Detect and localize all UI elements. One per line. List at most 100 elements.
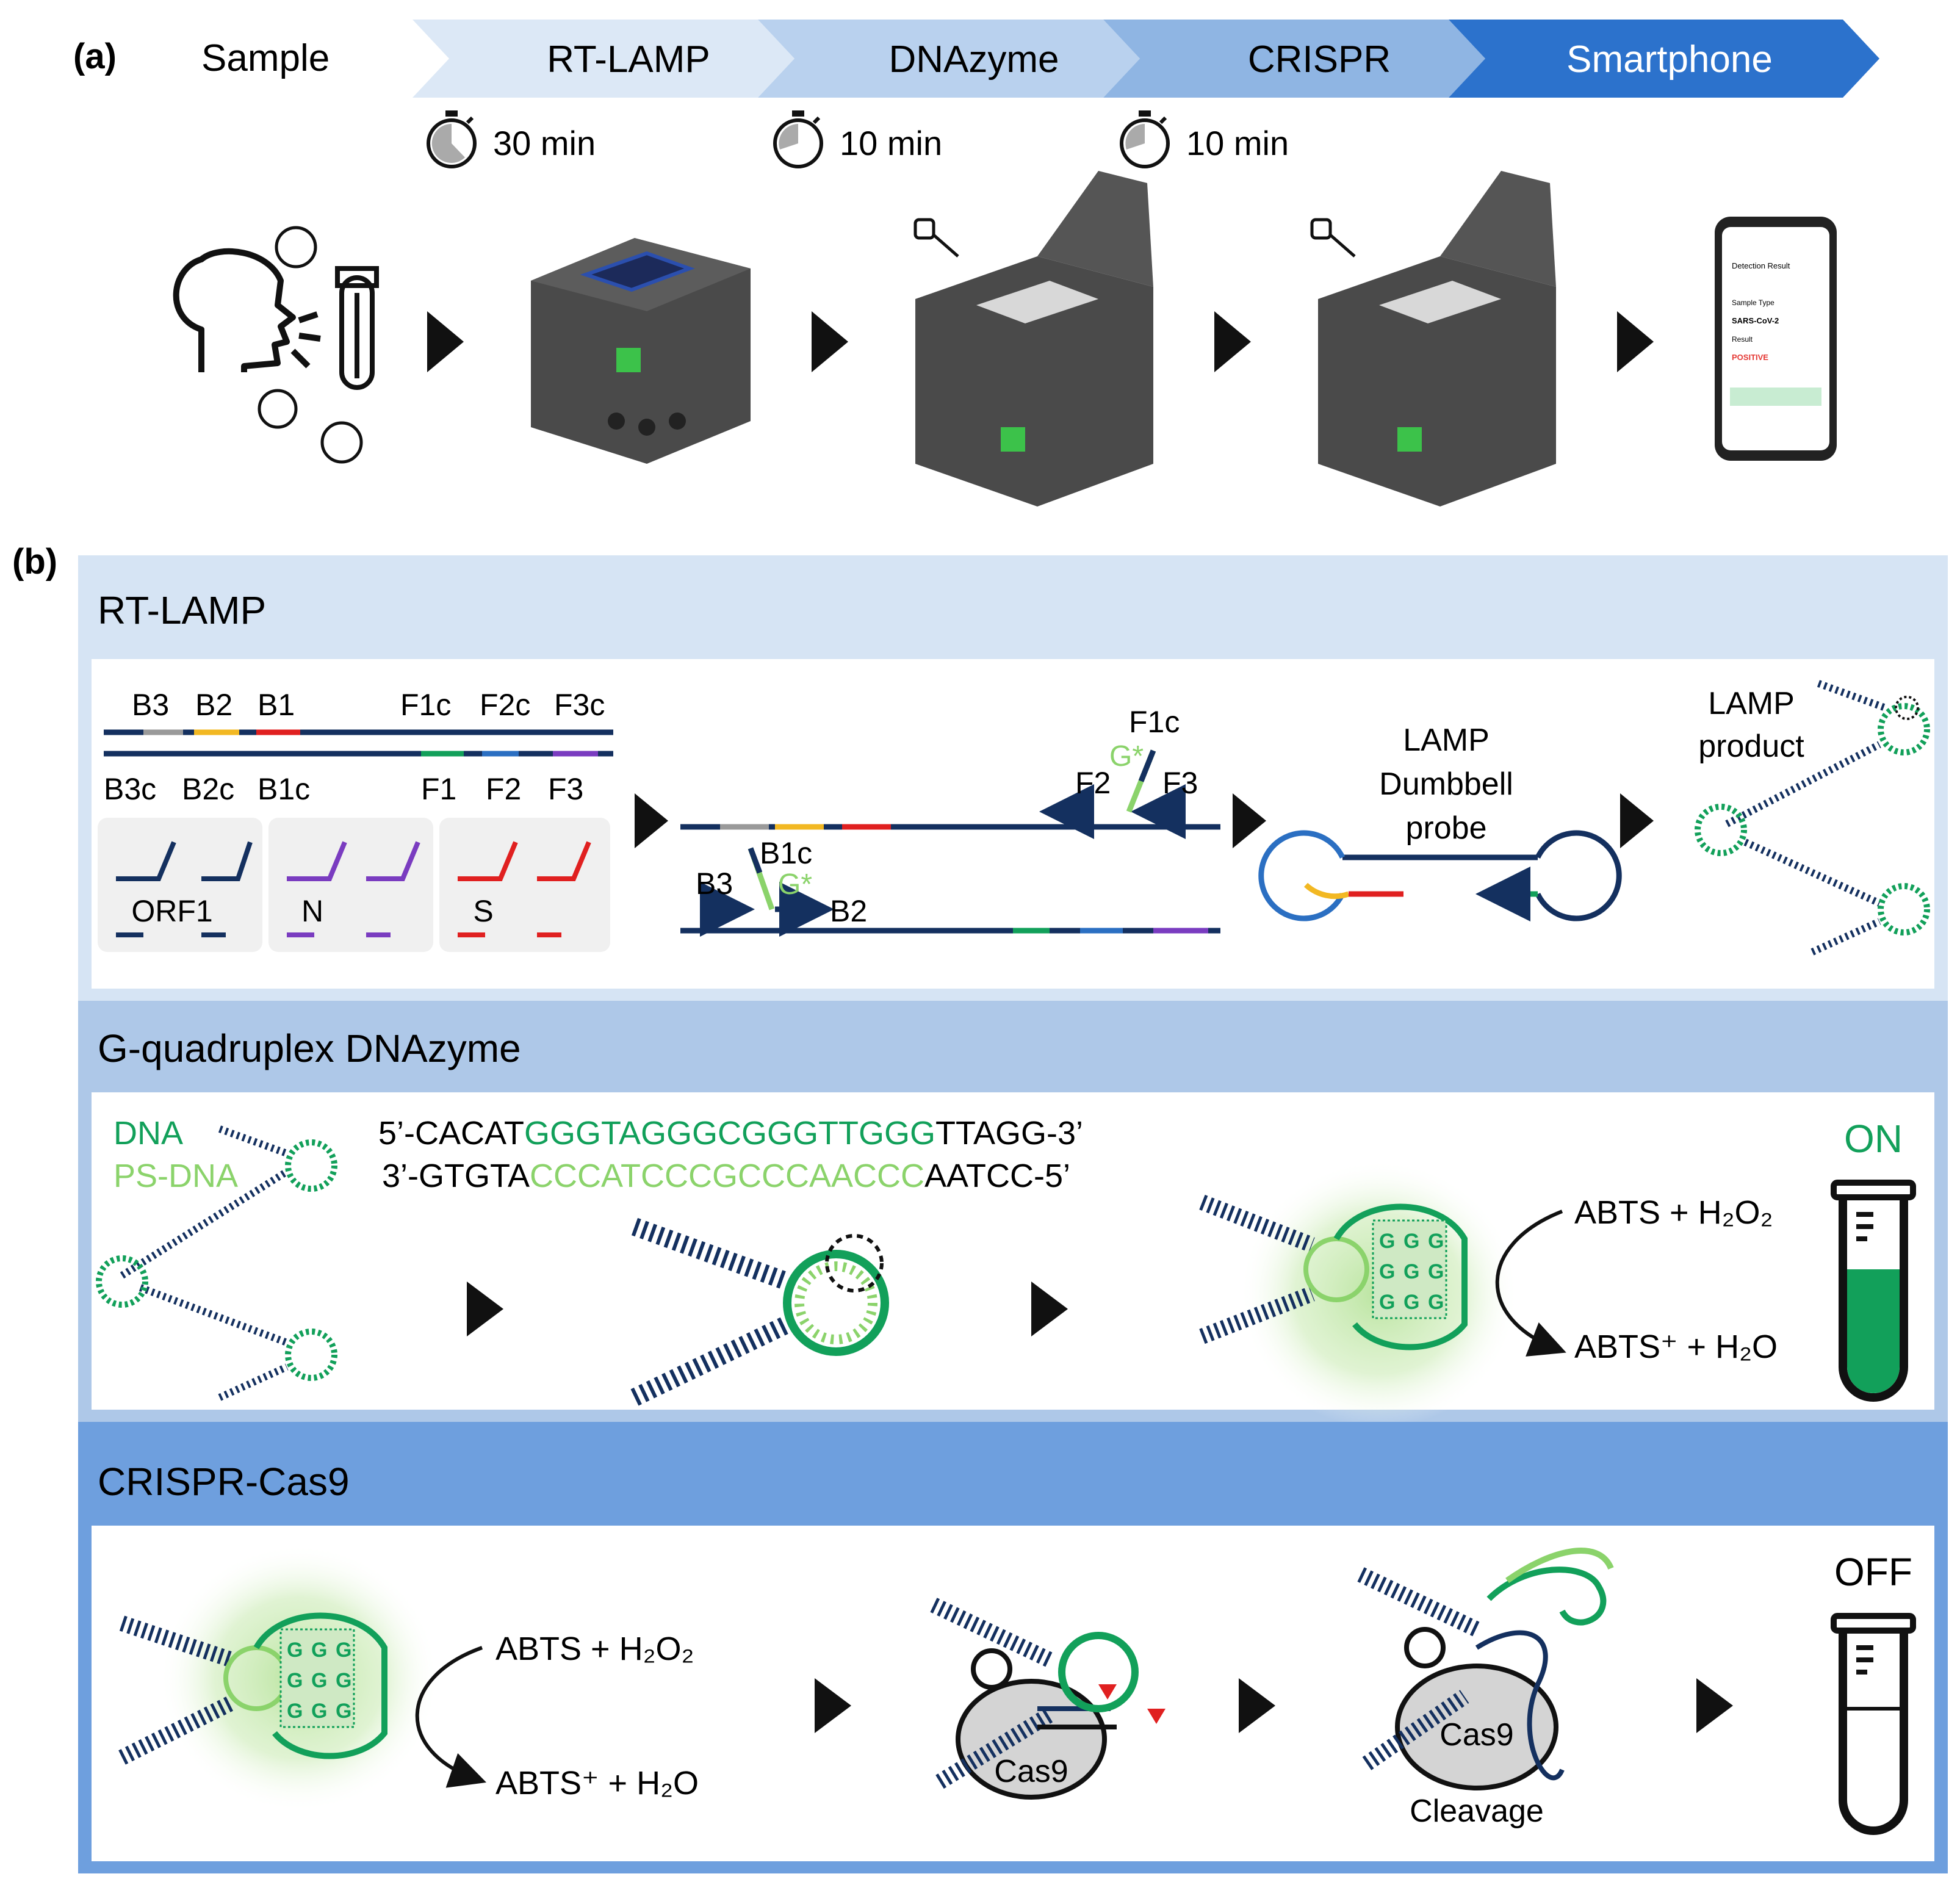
crispr-device bbox=[1310, 171, 1556, 507]
dumbbell-probe bbox=[1258, 830, 1622, 921]
svg-text:G: G bbox=[336, 1700, 351, 1723]
primer-group-n: N bbox=[301, 894, 323, 928]
svg-text:G: G bbox=[1403, 1291, 1419, 1314]
svg-text:G: G bbox=[1428, 1230, 1444, 1253]
amplification-schematic bbox=[680, 749, 1220, 937]
cas9-label: Cas9 bbox=[1439, 1717, 1513, 1753]
rt-lamp-device bbox=[531, 238, 751, 464]
time-rt-lamp: 30 min bbox=[493, 124, 596, 162]
primer-sets: ORF1 N S bbox=[98, 818, 610, 952]
label-f1c: F1c bbox=[1129, 705, 1180, 739]
primer-label: B3c bbox=[104, 772, 156, 806]
svg-text:G: G bbox=[336, 1669, 351, 1692]
reaction-output: ABTS⁺ + H₂O bbox=[495, 1765, 699, 1801]
sequence-bottom: 3’-GTGTACCCATCCCGCCCAACCCAATCC-5’ bbox=[382, 1158, 1070, 1194]
svg-text:G: G bbox=[1379, 1230, 1395, 1253]
arrow-icon bbox=[1031, 1282, 1068, 1336]
phone-line: SARS-CoV-2 bbox=[1732, 316, 1779, 325]
label-f2: F2 bbox=[1075, 766, 1111, 800]
label-g-star: G* bbox=[1109, 740, 1144, 773]
arrow-icon bbox=[1620, 793, 1654, 848]
primer-label: F2 bbox=[486, 772, 521, 806]
lamp-product-small bbox=[96, 1125, 337, 1401]
primer-map: B3 B2 B1 F1c F2c F3c B3c B2c B1c F1 F2 F… bbox=[104, 688, 613, 806]
dropper-icon bbox=[1310, 218, 1356, 258]
primer-group-orf1: ORF1 bbox=[131, 894, 212, 928]
primer-label: F1 bbox=[421, 772, 456, 806]
swab-tube-icon bbox=[335, 266, 379, 390]
state-on-label: ON bbox=[1844, 1117, 1903, 1161]
step-smartphone: Smartphone bbox=[1566, 38, 1773, 81]
chevron-crispr bbox=[1103, 20, 1485, 98]
chevron-dnazyme bbox=[758, 20, 1140, 98]
arrow-icon bbox=[427, 311, 464, 372]
time-dnazyme: 10 min bbox=[840, 124, 942, 162]
dnazyme-title: G-quadruplex DNAzyme bbox=[98, 1026, 521, 1070]
reaction-arrow bbox=[1495, 1210, 1566, 1357]
arrow-icon bbox=[1214, 311, 1251, 372]
stopwatch-icon bbox=[1120, 110, 1170, 168]
svg-text:G: G bbox=[287, 1639, 303, 1662]
svg-text:G: G bbox=[311, 1700, 327, 1723]
dumbbell-label: probe bbox=[1406, 810, 1487, 846]
phone-header: Detection Result bbox=[1732, 261, 1790, 270]
chevron-rt-lamp bbox=[413, 20, 794, 98]
svg-text:G: G bbox=[311, 1669, 327, 1692]
loop-zoom bbox=[630, 1217, 889, 1406]
reaction-input: ABTS + H₂O₂ bbox=[1574, 1194, 1773, 1231]
label-b3: B3 bbox=[696, 867, 733, 901]
arrow-icon bbox=[812, 311, 848, 372]
cleavage-label: Cleavage bbox=[1410, 1794, 1544, 1829]
arrow-icon bbox=[467, 1282, 503, 1336]
reaction-input: ABTS + H₂O₂ bbox=[495, 1631, 694, 1667]
primer-label: B2c bbox=[182, 772, 234, 806]
svg-text:G: G bbox=[287, 1669, 303, 1692]
state-off-label: OFF bbox=[1834, 1550, 1912, 1594]
step-crispr: CRISPR bbox=[1248, 38, 1391, 81]
reaction-arrow bbox=[415, 1646, 487, 1788]
test-tube-off-icon bbox=[1831, 1613, 1916, 1835]
virus-icon bbox=[258, 226, 363, 464]
reaction-output: ABTS⁺ + H₂O bbox=[1574, 1329, 1778, 1365]
svg-text:G: G bbox=[287, 1700, 303, 1723]
arrow-icon bbox=[1233, 793, 1266, 848]
cas9-cleavage bbox=[1357, 1548, 1614, 1790]
primer-group-s: S bbox=[473, 894, 493, 928]
primer-label: B2 bbox=[195, 688, 232, 722]
dropper-icon bbox=[913, 218, 959, 258]
svg-text:G: G bbox=[1403, 1260, 1419, 1283]
arrow-icon bbox=[1696, 1678, 1733, 1733]
phone-result: POSITIVE bbox=[1732, 353, 1768, 362]
svg-text:G: G bbox=[1403, 1230, 1419, 1253]
primer-label: B3 bbox=[132, 688, 169, 722]
crispr-title: CRISPR-Cas9 bbox=[98, 1460, 350, 1504]
primer-label: F3c bbox=[554, 688, 605, 722]
stopwatch-icon bbox=[427, 110, 477, 168]
svg-text:G: G bbox=[311, 1639, 327, 1662]
arrow-icon bbox=[815, 1678, 851, 1733]
cas9-label: Cas9 bbox=[994, 1754, 1068, 1789]
legend-ps-dna: PS-DNA bbox=[113, 1158, 238, 1194]
step-dnazyme: DNAzyme bbox=[888, 38, 1059, 81]
step-rt-lamp: RT-LAMP bbox=[547, 38, 710, 81]
primer-label: B1 bbox=[258, 688, 295, 722]
svg-text:G: G bbox=[1428, 1260, 1444, 1283]
workflow-chevrons bbox=[413, 20, 1879, 98]
primer-label: B1c bbox=[258, 772, 310, 806]
sequence-top: 5’-CACATGGGTAGGGCGGGTTGGGTTAGG-3’ bbox=[378, 1115, 1083, 1152]
svg-text:G: G bbox=[1379, 1291, 1395, 1314]
phone-line: Sample Type bbox=[1732, 298, 1774, 307]
arrow-icon bbox=[1617, 311, 1654, 372]
crispr-header-band bbox=[78, 1422, 1948, 1513]
time-crispr: 10 min bbox=[1186, 124, 1289, 162]
panel-a-label: (a) bbox=[73, 37, 117, 76]
rt-lamp-title: RT-LAMP bbox=[98, 588, 266, 632]
rt-lamp-header-band bbox=[78, 555, 1948, 659]
legend-dna: DNA bbox=[113, 1115, 183, 1152]
label-b2: B2 bbox=[830, 894, 867, 928]
arrow-icon bbox=[635, 793, 668, 848]
dumbbell-label: Dumbbell bbox=[1379, 766, 1513, 802]
